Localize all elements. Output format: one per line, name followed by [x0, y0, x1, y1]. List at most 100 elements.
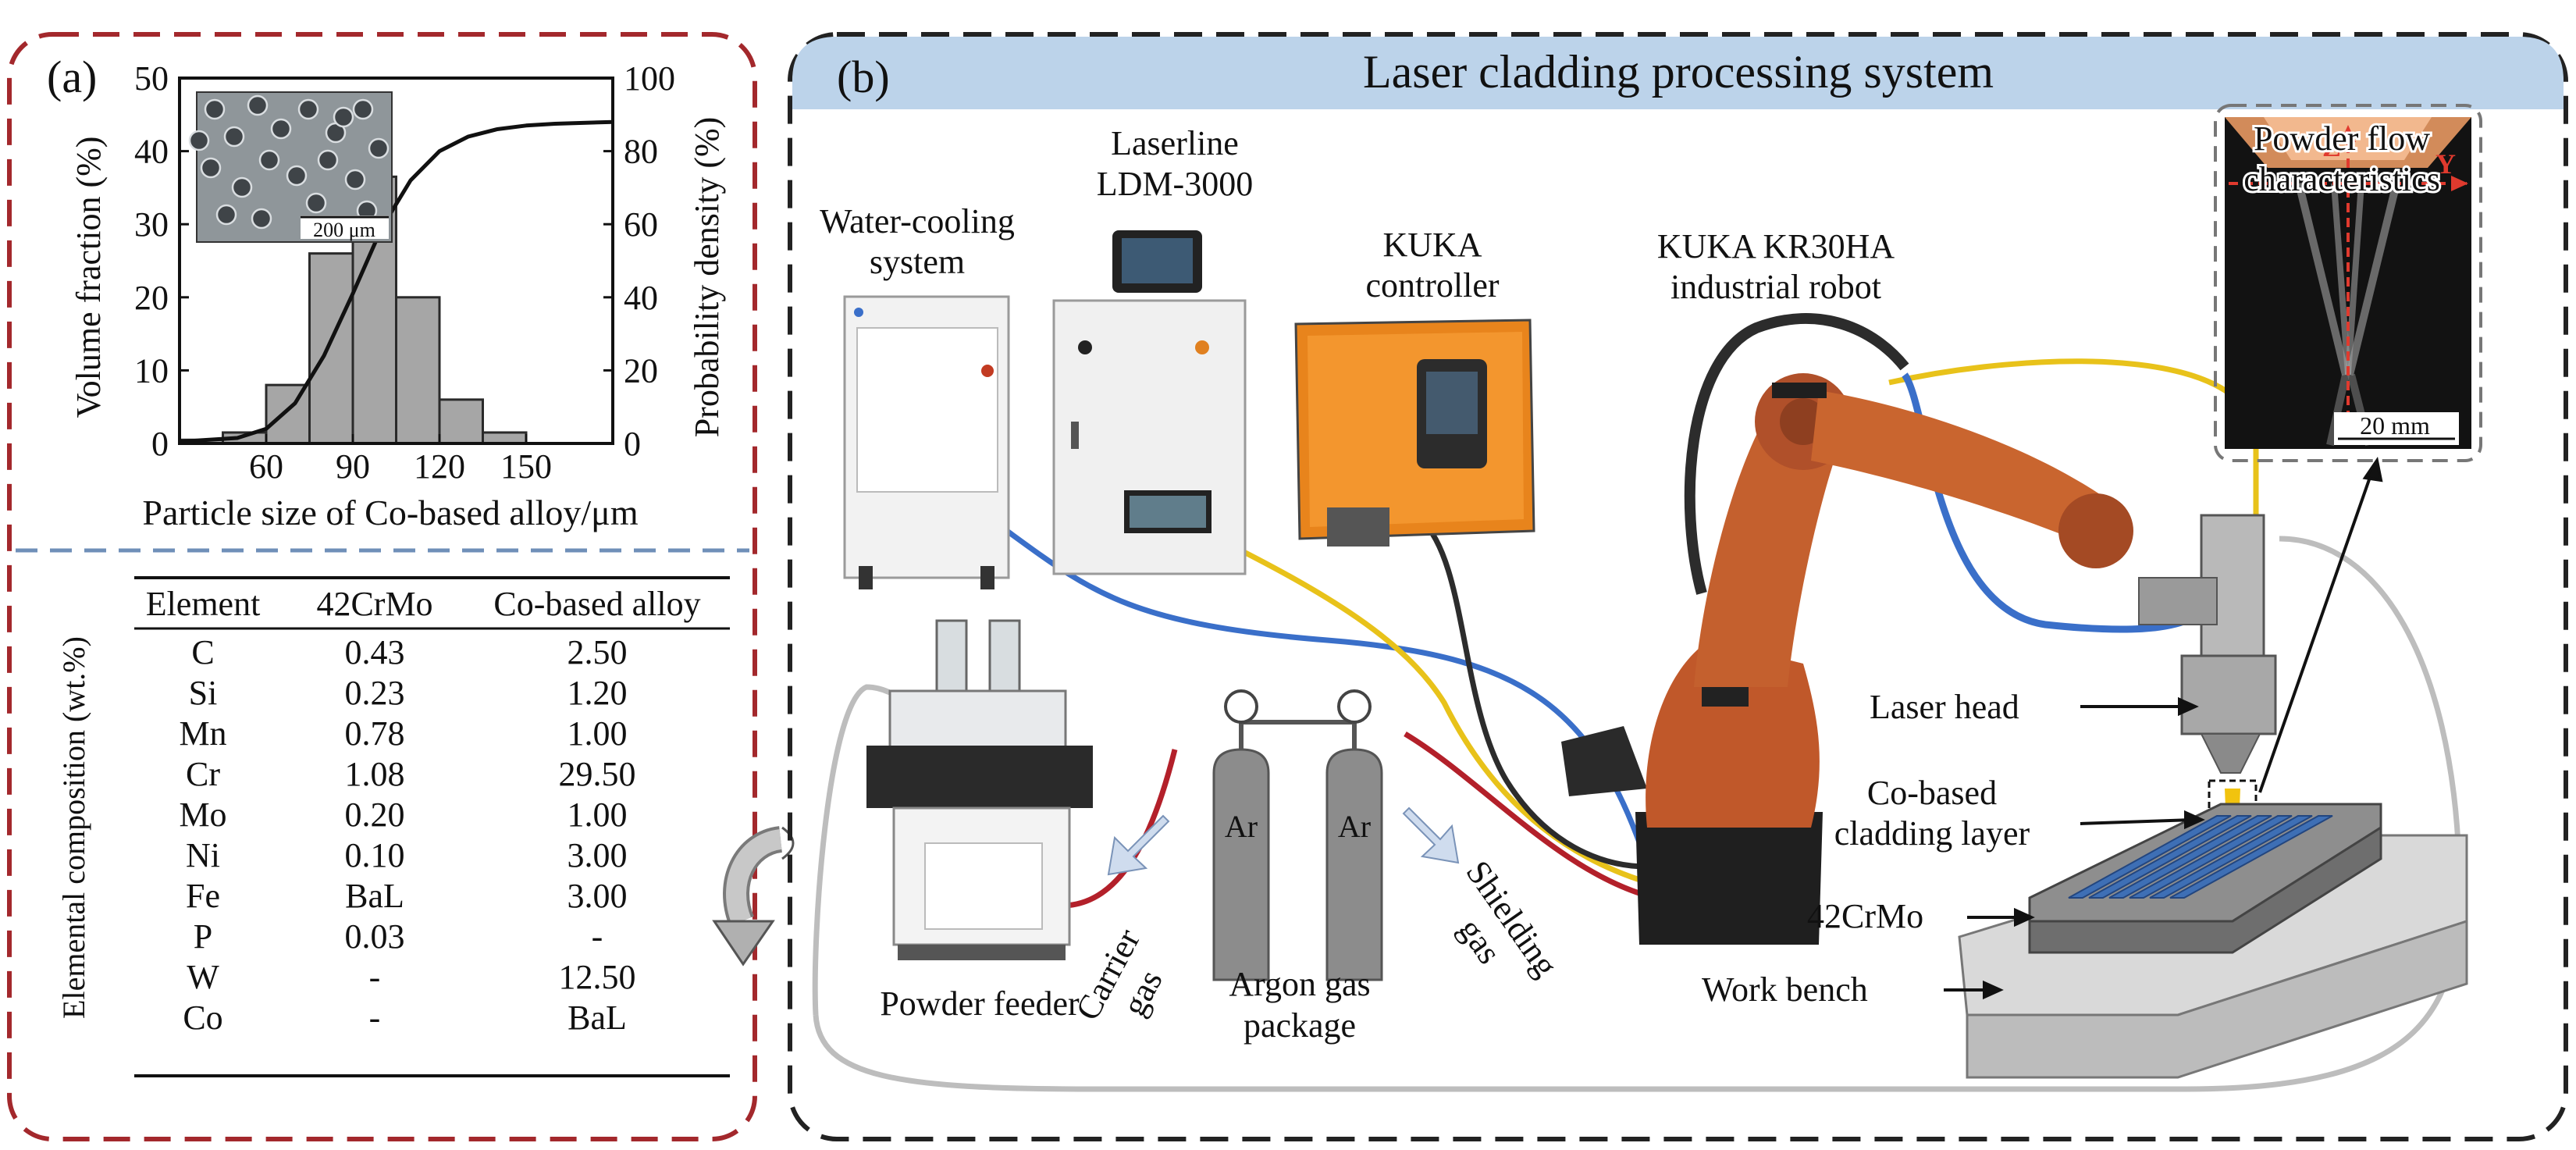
table-cell-42crmo: BaL — [345, 877, 404, 915]
table-cell-element: Ni — [186, 836, 220, 874]
table-cell-42crmo: 0.78 — [345, 714, 405, 753]
table-cell-co-alloy: 2.50 — [568, 633, 628, 671]
table-cell-42crmo: 0.10 — [345, 836, 405, 874]
inset-scale-label: 200 μm — [313, 219, 375, 241]
ar-label-left: Ar — [1225, 809, 1258, 844]
y-left-tick-label: 10 — [134, 351, 169, 390]
probability-density-curve — [179, 119, 614, 444]
inset-scale-20mm: 20 mm — [2360, 411, 2430, 440]
y-right-tick-label: 100 — [624, 59, 675, 98]
powder-flow-inset: Z Y 20 mm — [2214, 104, 2482, 462]
cable-grey-bottom — [813, 536, 2463, 1092]
table-cell-co-alloy: 12.50 — [559, 958, 636, 996]
y-right-tick-label: 80 — [624, 133, 658, 171]
water-cooling-unit — [843, 295, 1010, 589]
cladding-tracks — [2068, 815, 2333, 899]
label-robot-line1: KUKA KR30HA — [1657, 227, 1895, 265]
inset-z-axis: Z — [2322, 131, 2341, 162]
label-shielding-gas: Shielding gas — [1451, 854, 1565, 984]
x-tick-label: 60 — [249, 447, 283, 486]
panel-b-border — [788, 32, 2568, 1141]
cable-dark-to-head — [1684, 313, 1909, 595]
inset-y-axis: Y — [2435, 148, 2456, 180]
label-water-cooling-line1: Water-cooling — [820, 202, 1015, 240]
label-controller-line2: controller — [1365, 266, 1499, 304]
argon-cylinder-right — [1325, 748, 1383, 981]
table-cell-42crmo: - — [369, 999, 381, 1037]
table-cell-42crmo: 0.03 — [345, 917, 405, 956]
histogram-bar — [482, 431, 528, 445]
x-tick-label: 120 — [414, 447, 465, 486]
table-cell-co-alloy: 1.20 — [568, 674, 628, 712]
label-cladding-line2: cladding layer — [1834, 814, 2030, 853]
label-controller-line1: KUKA — [1382, 226, 1482, 264]
table-cell-element: C — [191, 633, 214, 671]
panel-b-title: Laser cladding processing system — [1363, 46, 1994, 98]
table-header-42crmo: 42CrMo — [316, 585, 432, 623]
y-axis-left-title: Volume fraction (%) — [69, 137, 108, 418]
pointer-lines — [1944, 456, 2383, 1000]
pressure-gauge-left — [1224, 689, 1258, 724]
kuka-robot — [1561, 373, 2133, 945]
histogram-bar — [438, 398, 484, 445]
y-right-tick-label: 20 — [624, 351, 658, 390]
powder-feeder — [866, 619, 1093, 960]
laser-head — [2138, 514, 2277, 828]
chart-axes — [178, 77, 614, 445]
y-left-tick-label: 0 — [151, 425, 169, 463]
histogram-bars — [178, 175, 528, 445]
y-right-tick-label: 40 — [624, 279, 658, 317]
label-robot-line2: industrial robot — [1670, 268, 1881, 306]
y-left-tick-label: 20 — [134, 279, 169, 317]
panel-b-title-bar — [792, 37, 2564, 109]
y-left-tick-label: 40 — [134, 133, 169, 171]
table-cell-co-alloy: 29.50 — [559, 755, 636, 793]
table-cell-element: Cr — [186, 755, 220, 793]
label-laser-head: Laser head — [1870, 688, 2019, 726]
table-cell-42crmo: - — [369, 958, 381, 996]
panel-a-label: (a) — [47, 52, 97, 102]
pressure-gauge-right — [1337, 689, 1372, 724]
table-cell-element: P — [194, 917, 212, 956]
label-argon-line1: Argon gas — [1229, 965, 1370, 1003]
carrier-gas-arrow — [1107, 814, 1170, 876]
histogram-bar — [395, 296, 441, 445]
label-water-cooling-line2: system — [870, 243, 965, 281]
table-cell-co-alloy: BaL — [568, 999, 627, 1037]
table-cell-element: Si — [189, 674, 218, 712]
table-cell-co-alloy: 3.00 — [568, 877, 628, 915]
ar-label-right: Ar — [1338, 809, 1371, 844]
cable-dark-from-controller — [1418, 517, 1648, 870]
composition-table: Elemental composition (wt.%) Element 42C… — [56, 576, 730, 1077]
y-axis-right-title: Probability density (%) — [688, 117, 726, 438]
label-carrier-gas: Carrier gas — [1068, 922, 1169, 1026]
table-cell-co-alloy: 1.00 — [568, 796, 628, 834]
table-header-element: Element — [146, 585, 261, 623]
label-work-bench: Work bench — [1702, 970, 1868, 1009]
y-right-tick-label: 0 — [624, 425, 641, 463]
shielding-gas-arrow — [1402, 806, 1460, 864]
label-laser-line2: LDM-3000 — [1097, 165, 1253, 203]
table-cell-element: Co — [183, 999, 222, 1037]
table-cell-42crmo: 1.08 — [345, 755, 405, 793]
table-cell-42crmo: 0.23 — [345, 674, 405, 712]
table-cell-co-alloy: - — [592, 917, 603, 956]
panel-b-label: (b) — [837, 52, 890, 102]
table-cell-co-alloy: 1.00 — [568, 714, 628, 753]
x-tick-label: 150 — [500, 447, 552, 486]
table-cell-element: Mo — [179, 796, 226, 834]
powder-micrograph-inset: 200 μm — [188, 91, 393, 243]
label-argon-line2: package — [1244, 1006, 1356, 1045]
label-cladding-line1: Co-based — [1867, 774, 1997, 812]
label-laser-line1: Laserline — [1111, 124, 1239, 162]
argon-cylinder-left — [1212, 748, 1270, 981]
flow-arrow-to-feeder — [712, 826, 795, 967]
argon-gas-package: Ar Ar — [1212, 689, 1383, 981]
label-powder-flow-line1: Powder flow — [2254, 119, 2430, 158]
cable-red-shielding — [1404, 731, 1656, 901]
